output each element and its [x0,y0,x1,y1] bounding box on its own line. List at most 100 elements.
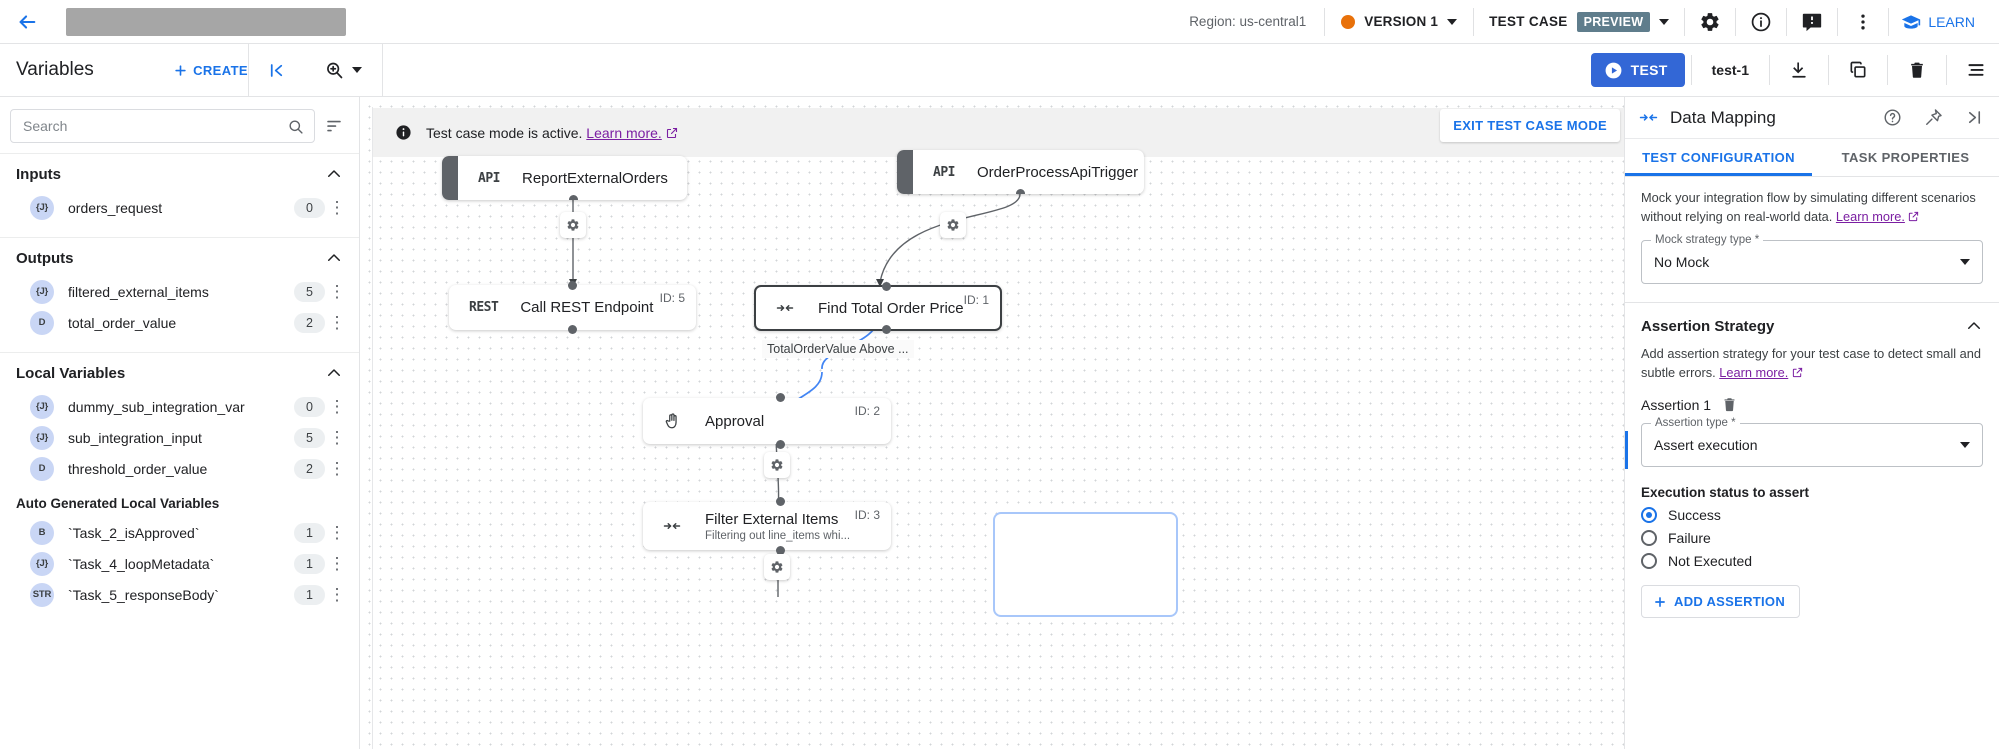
assertion-delete-trash-icon[interactable] [1721,396,1738,413]
list-item[interactable]: {J} filtered_external_items 5 ⋮ [0,276,359,307]
node-output-port[interactable] [568,325,577,334]
node-output-port[interactable] [776,440,785,449]
copy-icon[interactable] [1835,48,1881,92]
more-vert-icon[interactable]: ⋮ [328,584,346,604]
assertion-learn-more-link[interactable]: Learn more. [1719,364,1789,380]
node-report-external-orders[interactable]: API ReportExternalOrders [442,156,687,200]
section-header[interactable]: Local Variables [0,353,359,391]
section-title: Outputs [16,249,74,267]
search-input[interactable] [21,117,287,135]
tab-test-configuration[interactable]: TEST CONFIGURATION [1625,139,1812,176]
zoom-control[interactable] [304,43,383,97]
edge-config-gear-icon[interactable] [764,554,790,580]
more-vert-icon[interactable]: ⋮ [328,281,346,301]
more-vert-icon[interactable]: ⋮ [328,312,346,332]
assertion-type-select[interactable]: Assertion type * Assert execution [1641,417,1983,468]
node-output-port[interactable] [569,195,578,200]
exit-test-case-mode-button[interactable]: EXIT TEST CASE MODE [1440,109,1620,142]
banner-learn-more-link[interactable]: Learn more. [586,124,662,141]
list-item[interactable]: D threshold_order_value 2 ⋮ [0,453,359,484]
chevron-up-icon[interactable] [1965,317,1983,335]
node-input-port[interactable] [776,497,785,506]
panel-tabs: TEST CONFIGURATION TASK PROPERTIES [1625,139,1999,177]
more-vert-icon[interactable]: ⋮ [328,553,346,573]
node-output-port[interactable] [1016,189,1025,194]
section-header[interactable]: Outputs [0,238,359,276]
list-item[interactable]: STR `Task_5_responseBody` 1 ⋮ [0,579,359,610]
node-output-port[interactable] [776,546,785,555]
radio-button[interactable] [1641,530,1657,547]
sort-icon[interactable] [323,117,345,135]
more-vert-icon[interactable]: ⋮ [328,427,346,447]
info-filled-icon [395,124,412,141]
radio-not-executed[interactable]: Not Executed [1625,546,1999,570]
add-assertion-button[interactable]: ADD ASSERTION [1641,585,1801,619]
list-menu-icon[interactable] [1953,48,1999,92]
hand-approval-icon [661,412,683,430]
help-circle-icon[interactable] [1878,108,1907,127]
more-vert-icon[interactable]: ⋮ [328,197,346,217]
edge-config-gear-icon[interactable] [940,212,966,238]
node-output-port[interactable] [882,325,891,334]
highlighted-node-outline[interactable] [993,512,1178,617]
mock-learn-more-link[interactable]: Learn more. [1835,208,1905,224]
node-input-port[interactable] [568,281,577,290]
node-order-process-api-trigger[interactable]: API OrderProcessApiTrigger [897,150,1144,194]
collapse-right-icon[interactable] [1960,108,1989,127]
gear-icon[interactable] [1687,0,1733,44]
data-mapping-panel: Data Mapping TEST CONFIGURATION TASK PRO… [1624,97,1999,749]
collapse-panel-icon[interactable] [248,43,304,97]
node-approval[interactable]: Approval ID: 2 [643,393,891,449]
test-case-selector[interactable]: TEST CASE PREVIEW [1476,11,1682,32]
node-input-port[interactable] [776,393,785,402]
redacted-title [66,7,346,36]
section-header[interactable]: Inputs [0,154,359,192]
integration-canvas[interactable]: Test case mode is active. Learn more. EX… [360,97,1624,749]
radio-button[interactable] [1641,553,1657,570]
radio-success[interactable]: Success [1625,500,1999,524]
edge-config-gear-icon[interactable] [560,212,586,238]
section-title: Local Variables [16,364,126,382]
chevron-up-icon[interactable] [325,165,343,183]
mock-strategy-select[interactable]: Mock strategy type * No Mock [1641,234,1983,285]
back-arrow-icon[interactable] [14,9,40,35]
list-item[interactable]: {J} `Task_4_loopMetadata` 1 ⋮ [0,548,359,579]
variable-name: total_order_value [68,314,177,331]
list-item[interactable]: {J} orders_request 0 ⋮ [0,192,359,223]
chevron-down-icon [1447,18,1458,25]
chevron-up-icon[interactable] [325,249,343,267]
node-filter-external-items[interactable]: Filter External Items Filtering out line… [643,497,891,555]
trash-icon[interactable] [1894,48,1940,92]
chevron-up-icon[interactable] [325,364,343,382]
list-item[interactable]: {J} dummy_sub_integration_var 0 ⋮ [0,391,359,422]
more-vert-icon[interactable]: ⋮ [328,458,346,478]
search-box[interactable] [10,109,315,143]
edge-config-gear-icon[interactable] [764,452,790,478]
variable-name: `Task_4_loopMetadata` [68,555,215,572]
download-icon[interactable] [1776,48,1822,92]
info-icon[interactable] [1738,0,1784,44]
run-test-button[interactable]: TEST [1590,53,1685,87]
node-find-total-order-price[interactable]: Find Total Order Price ID: 1 [754,282,1002,334]
list-item[interactable]: {J} sub_integration_input 5 ⋮ [0,422,359,453]
feedback-icon[interactable] [1789,0,1835,44]
version-selector[interactable]: VERSION 1 [1327,14,1471,29]
more-vert-icon[interactable]: ⋮ [328,522,346,542]
radio-button[interactable] [1641,507,1657,524]
pin-icon[interactable] [1919,108,1948,127]
tab-task-properties[interactable]: TASK PROPERTIES [1841,150,1970,165]
assertion-section-header[interactable]: Assertion Strategy [1625,303,1999,335]
node-call-rest-endpoint[interactable]: REST Call REST Endpoint ID: 5 [449,281,696,334]
chevron-down-icon [1659,18,1670,25]
node-type-label: API [478,170,500,186]
learn-button[interactable]: LEARN [1891,12,1989,32]
list-item[interactable]: D total_order_value 2 ⋮ [0,307,359,338]
radio-failure[interactable]: Failure [1625,523,1999,547]
create-variable-button[interactable]: CREATE [173,63,248,78]
more-vert-icon[interactable] [1840,0,1886,44]
node-input-port[interactable] [882,282,891,291]
more-vert-icon[interactable]: ⋮ [328,396,346,416]
divider [1690,55,1692,85]
list-item[interactable]: B `Task_2_isApproved` 1 ⋮ [0,517,359,548]
zoom-icon [327,62,343,79]
